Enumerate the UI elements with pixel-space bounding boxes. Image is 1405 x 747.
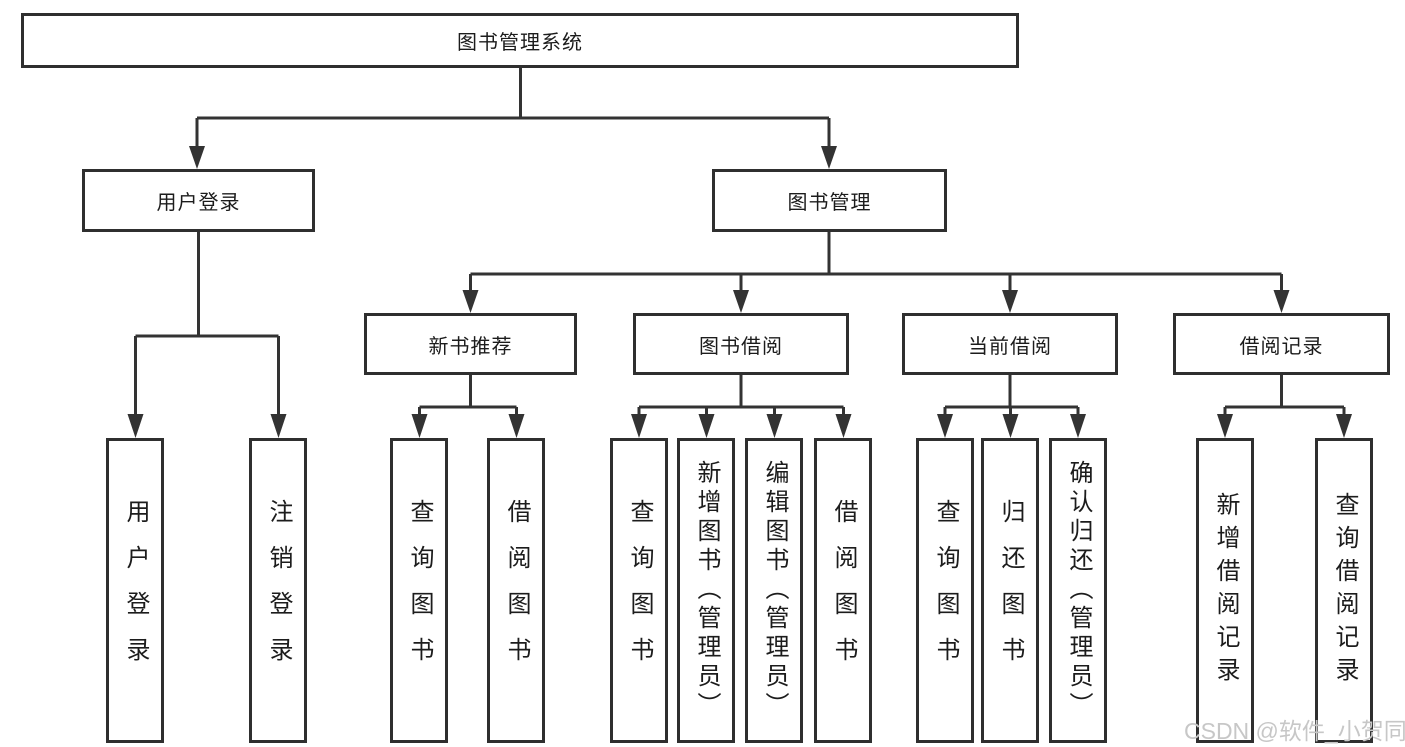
leaf-borrow-books-label: 借阅图书: [830, 498, 857, 683]
node-current-borrow: 当前借阅: [902, 313, 1118, 375]
leaf-borrow-books: 借阅图书: [814, 438, 872, 743]
arrowhead: [1336, 414, 1352, 438]
node-user-login-label: 用户登录: [156, 192, 241, 214]
arrowhead: [821, 146, 837, 169]
node-book-borrow-label: 图书借阅: [699, 335, 783, 358]
arrowhead: [835, 414, 852, 438]
leaf-confirm-return-admin-label: 确认归还（管理员）: [1065, 460, 1092, 721]
leaf-user-login: 用户登录: [106, 438, 164, 743]
leaf-add-books-admin-label: 新增图书（管理员）: [693, 460, 720, 721]
node-new-book-recommend-label: 新书推荐: [428, 335, 513, 358]
leaf-return-books: 归还图书: [981, 438, 1039, 743]
node-root-label: 图书管理系统: [457, 32, 583, 54]
leaf-borrow-books-recommend-label: 借阅图书: [503, 498, 530, 683]
arrowhead: [698, 414, 715, 438]
arrowhead: [1273, 290, 1290, 313]
connector-book-management: [462, 232, 1290, 313]
node-current-borrow-label: 当前借阅: [968, 335, 1052, 358]
leaf-query-borrow-record: 查询借阅记录: [1315, 438, 1373, 743]
arrowhead: [631, 414, 647, 438]
connector-borrow-records: [1217, 375, 1352, 438]
connector-user-login: [127, 232, 287, 438]
arrowhead: [766, 414, 783, 438]
arrowhead: [733, 290, 749, 313]
node-book-borrow: 图书借阅: [633, 313, 849, 375]
node-user-login: 用户登录: [82, 169, 315, 232]
leaf-query-books-recommend-label: 查询图书: [406, 498, 433, 683]
node-root-system: 图书管理系统: [21, 13, 1019, 68]
connector-current-borrow: [937, 375, 1086, 438]
arrowhead: [1002, 414, 1019, 438]
arrowhead: [462, 290, 479, 313]
node-book-management: 图书管理: [712, 169, 947, 232]
leaf-query-books-borrow-label: 查询图书: [626, 498, 653, 683]
arrowhead: [189, 146, 205, 169]
leaf-query-books-current: 查询图书: [916, 438, 974, 743]
leaf-query-books-borrow: 查询图书: [610, 438, 668, 743]
leaf-borrow-books-recommend: 借阅图书: [487, 438, 545, 743]
arrowhead: [411, 414, 428, 438]
leaf-return-books-label: 归还图书: [997, 498, 1024, 683]
leaf-query-books-current-label: 查询图书: [932, 498, 959, 683]
arrowhead: [1217, 414, 1233, 438]
node-borrow-records: 借阅记录: [1173, 313, 1390, 375]
arrowhead: [937, 414, 953, 438]
arrowhead: [1002, 290, 1018, 313]
leaf-confirm-return-admin: 确认归还（管理员）: [1049, 438, 1107, 743]
arrowhead: [270, 414, 287, 438]
connector-root-to-level2: [189, 68, 837, 169]
leaf-add-borrow-record-label: 新增借阅记录: [1212, 491, 1239, 690]
leaf-add-borrow-record: 新增借阅记录: [1196, 438, 1254, 743]
leaf-user-login-label: 用户登录: [122, 498, 149, 683]
arrowhead: [127, 414, 144, 438]
connector-book-borrow: [631, 375, 852, 438]
leaf-query-books-recommend: 查询图书: [390, 438, 448, 743]
leaf-logout-label: 注销登录: [265, 498, 292, 683]
connector-new-book: [411, 375, 525, 438]
leaf-edit-books-admin: 编辑图书（管理员）: [745, 438, 803, 743]
arrowhead: [508, 414, 525, 438]
arrowhead: [1070, 414, 1086, 438]
leaf-logout: 注销登录: [249, 438, 307, 743]
leaf-query-borrow-record-label: 查询借阅记录: [1331, 491, 1358, 690]
node-book-management-label: 图书管理: [787, 192, 872, 214]
node-borrow-records-label: 借阅记录: [1239, 335, 1324, 358]
node-new-book-recommend: 新书推荐: [364, 313, 577, 375]
leaf-add-books-admin: 新增图书（管理员）: [677, 438, 735, 743]
leaf-edit-books-admin-label: 编辑图书（管理员）: [761, 460, 788, 721]
